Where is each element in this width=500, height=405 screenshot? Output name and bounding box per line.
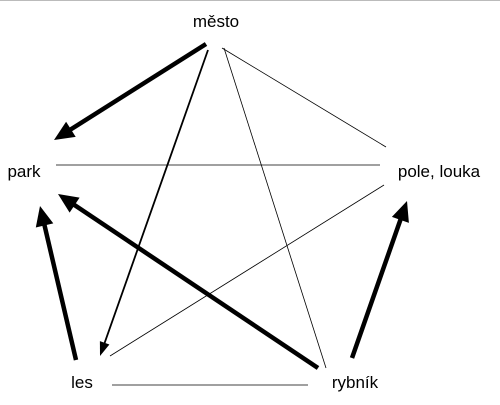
node-label-rybnik: rybník: [332, 373, 379, 392]
node-label-les: les: [71, 373, 93, 392]
edge-mesto-rybnik: [223, 47, 327, 369]
node-label-park: park: [7, 162, 41, 181]
arrowhead-rybnik-park: [58, 194, 80, 213]
arrowhead-rybnik-pole: [391, 201, 409, 223]
node-label-mesto: město: [193, 12, 239, 31]
edge-rybnik-pole: [349, 217, 404, 359]
node-label-pole-louka: pole, louka: [398, 162, 481, 181]
edge-mesto-les: [103, 49, 209, 345]
edge-mesto-park: [68, 42, 208, 133]
edge-mesto-pole: [221, 47, 387, 148]
edges-layer: [35, 42, 409, 386]
arrowhead-les-park: [35, 206, 54, 228]
arrowhead-mesto-park: [54, 121, 76, 140]
nodes-layer: město park pole, louka les rybník: [7, 12, 480, 392]
edge-rybnik-park: [71, 202, 320, 370]
arrowhead-mesto-les: [99, 341, 110, 356]
edge-les-park: [41, 223, 79, 361]
edge-les-pole: [109, 184, 385, 357]
